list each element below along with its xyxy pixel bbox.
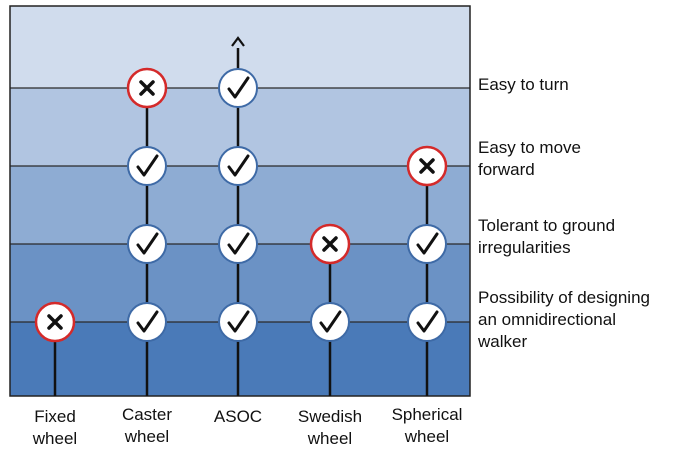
check-badge-spherical-ground [407,224,447,264]
check-icon [136,154,159,177]
check-icon [227,76,250,99]
check-icon [227,310,250,333]
check-icon [136,232,159,255]
cross-icon [139,80,155,96]
cross-icon [419,158,435,174]
check-badge-caster-omni [127,302,167,342]
check-badge-caster-forward [127,146,167,186]
check-icon [227,154,250,177]
check-badge-asoc-ground [218,224,258,264]
check-badge-asoc-turn [218,68,258,108]
panel-border [9,5,471,397]
check-icon [416,232,439,255]
check-badge-asoc-forward [218,146,258,186]
criterion-label-ground: Tolerant to ground irregularities [478,216,616,257]
check-badge-spherical-omni [407,302,447,342]
criterion-label-omni: Possibility of designing an omnidirectio… [478,288,650,351]
arrow-up-icon [231,36,245,47]
check-icon [227,232,250,255]
check-icon [416,310,439,333]
check-badge-caster-ground [127,224,167,264]
check-badge-asoc-omni [218,302,258,342]
cross-icon [322,236,338,252]
check-icon [319,310,342,333]
check-icon [136,310,159,333]
criterion-label-forward: Easy to move forward [478,138,581,179]
cross-icon [47,314,63,330]
wheel-label-asoc: ASOC [213,407,263,426]
check-badge-swedish-omni [310,302,350,342]
criterion-label-turn: Easy to turn [478,75,569,94]
